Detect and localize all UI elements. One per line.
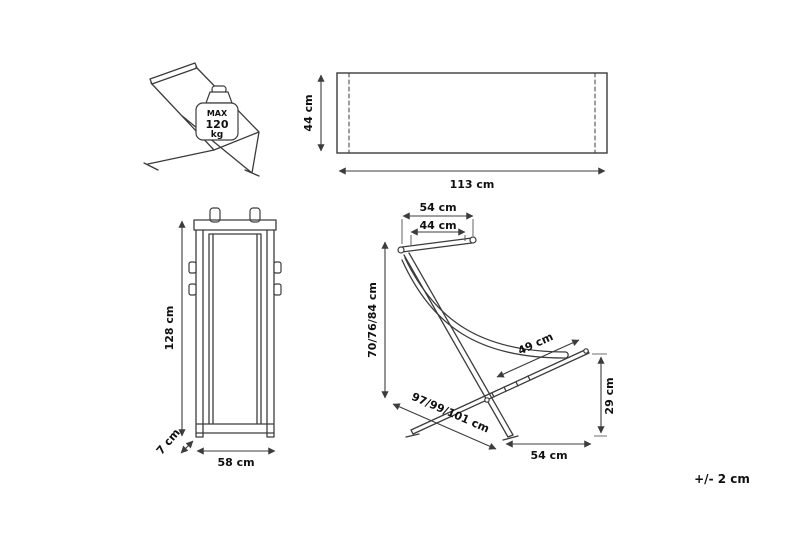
fabric-panel-figure: 44 cm 113 cm [302,72,608,191]
tolerance-note: +/- 2 cm [694,472,750,486]
side-top-bar [401,237,473,253]
side-pivot-bolt [484,397,490,403]
side-fabric-width-label: 44 cm [419,219,456,232]
side-seat-height-extension-lines [592,353,607,437]
side-top-extension-lines [401,219,474,245]
folded-height-label: 128 cm [163,306,176,351]
folded-depth-label: 7 cm [154,426,183,457]
folded-top-stub-left [209,207,221,223]
folded-hinge-left-lower [188,283,197,296]
side-seat-height-label: 29 cm [603,377,616,414]
max-load-value-label: 120 [206,118,229,131]
folded-chair-figure: 128 cm 58 cm 7 cm [154,207,282,469]
max-load-figure: MAX 120 kg [143,62,260,177]
side-back-rail [403,252,519,441]
folded-frame-outline [193,219,277,438]
folded-hinge-left-upper [188,261,197,274]
side-seat-notches [491,375,531,398]
side-base-width-label: 54 cm [530,449,567,462]
fabric-seam-lines [348,72,596,154]
fabric-height-label: 44 cm [302,94,315,131]
weight-badge-neck [205,91,233,104]
side-top-bar-pin-left [397,246,405,254]
side-height-label: 70/76/84 cm [366,282,379,358]
side-seat-length-dimension [496,339,580,378]
folded-hinge-right-lower [273,283,282,296]
side-view-figure: 54 cm 44 cm 70/76/84 cm 97/99/101 cm 54 … [366,201,616,462]
max-load-unit-label: kg [211,130,223,140]
side-length-dimension [392,403,497,450]
folded-top-stub-right [249,207,261,223]
folded-hinge-right-upper [273,261,282,274]
folded-width-label: 58 cm [217,456,254,469]
weight-badge-body [195,102,239,141]
folded-depth-dimension [180,440,194,454]
side-seat-edge-bolt [583,348,589,354]
side-top-width-label: 54 cm [419,201,456,214]
fabric-width-label: 113 cm [450,178,495,191]
max-load-max-label: MAX [207,109,228,118]
side-top-bar-pin-right [469,236,477,244]
fabric-panel-outline [336,72,608,154]
side-seat-rail [405,348,590,438]
